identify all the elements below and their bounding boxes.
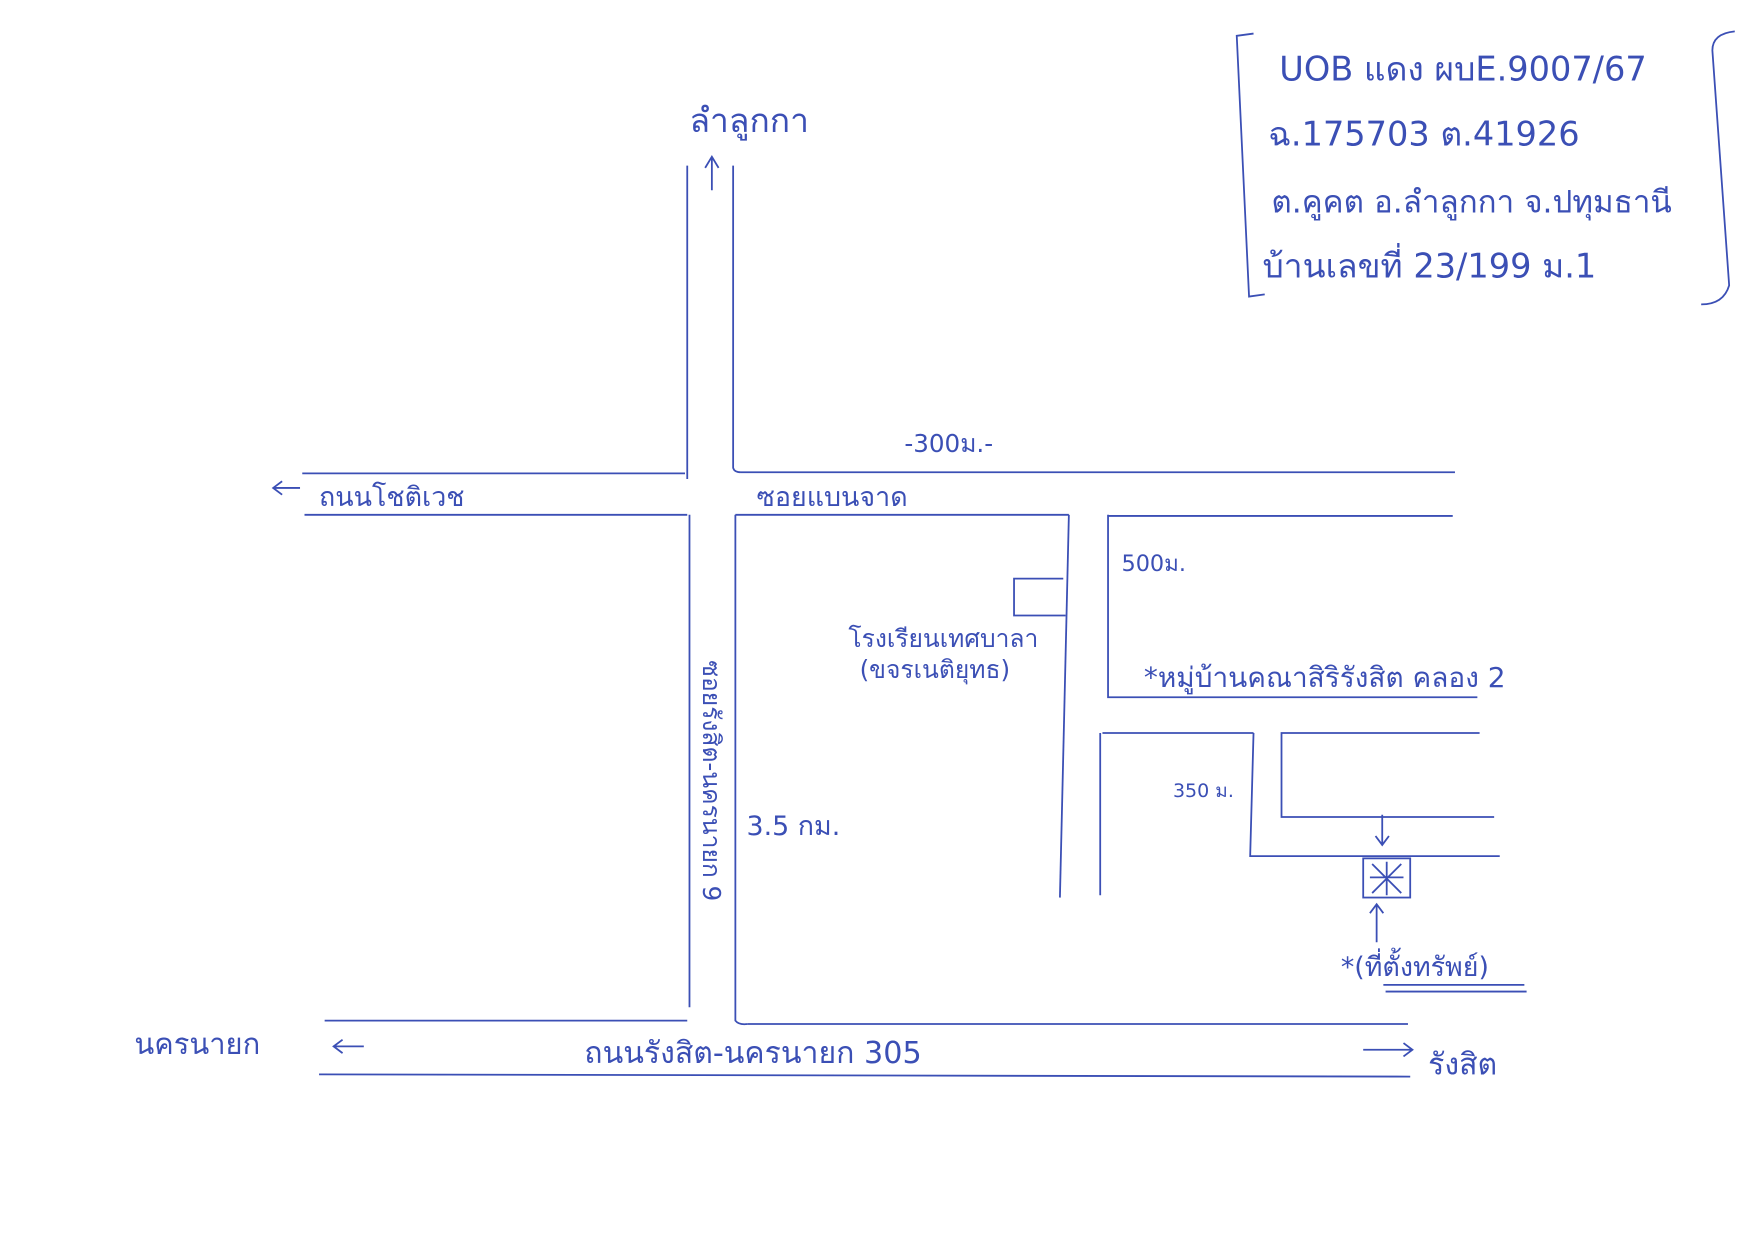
village-label: *หมู่บ้านคณาสิริรังสิต คลอง 2 bbox=[1144, 661, 1506, 695]
property-underline bbox=[1383, 983, 1527, 993]
school-sub-label: (ขจรเนติยุทธ) bbox=[860, 655, 1011, 685]
property-marker-icon bbox=[1362, 814, 1412, 943]
east-arrow-icon bbox=[1363, 1042, 1414, 1058]
north-arrow-icon bbox=[704, 154, 720, 191]
west-direction-label: นครนายก bbox=[134, 1027, 260, 1061]
school-building-icon bbox=[1013, 577, 1066, 617]
east-direction-label: รังสิต bbox=[1428, 1047, 1497, 1082]
info-box: UOB แดง ผบE.9007/67 ฉ.175703 ต.41926 ต.ค… bbox=[1235, 30, 1735, 306]
road-chotiwet-label: ถนนโชติเวช bbox=[319, 482, 465, 513]
soi-vertical-label: ซอยรังสิต-นครนายก 9 bbox=[697, 660, 726, 901]
distance-300-label: -300ม.- bbox=[904, 429, 993, 458]
rangsit-nakhonnayok-305-road bbox=[319, 1019, 1411, 1078]
distance-350-label: 350 ม. bbox=[1173, 780, 1234, 802]
north-direction-label: ลำลูกกา bbox=[689, 101, 808, 141]
info-line-4: บ้านเลขที่ 23/199 ม.1 bbox=[1262, 243, 1596, 286]
top-road bbox=[302, 471, 1455, 517]
distance-3-5-label: 3.5 กม. bbox=[747, 811, 841, 842]
soi-top-label: ซอยแบนจาด bbox=[757, 482, 908, 513]
info-line-1: UOB แดง ผบE.9007/67 bbox=[1279, 50, 1646, 89]
school-name-label: โรงเรียนเทศบาลา bbox=[848, 624, 1038, 653]
west-arrow-icon bbox=[332, 1038, 364, 1054]
distance-500-label: 500ม. bbox=[1121, 551, 1186, 577]
main-road-label: ถนนรังสิต-นครนายก 305 bbox=[584, 1036, 921, 1071]
property-label: *(ที่ตั้งทรัพย์) bbox=[1341, 948, 1489, 983]
west-arrow-icon bbox=[271, 480, 301, 496]
village-roads bbox=[1059, 514, 1500, 898]
info-line-3: ต.คูคต อ.ลำลูกกา จ.ปทุมธานี bbox=[1271, 185, 1671, 222]
info-line-2: ฉ.175703 ต.41926 bbox=[1268, 114, 1580, 153]
soi-rangsit-nakhonnayok-9-road bbox=[686, 165, 748, 1026]
